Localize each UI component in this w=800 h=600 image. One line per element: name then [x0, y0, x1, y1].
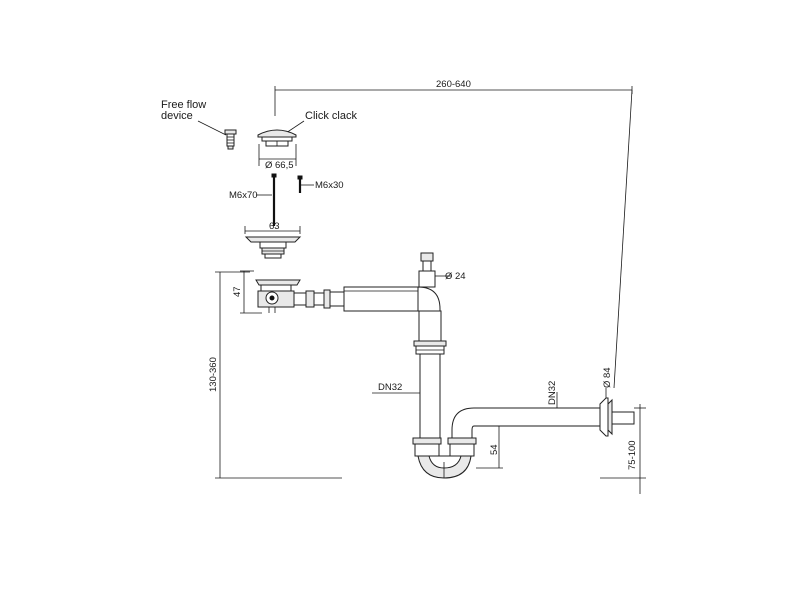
dimension-260-640-label: 260-640	[436, 79, 471, 90]
dishwasher-inlet: Ø 24	[418, 252, 466, 288]
vertical-tube: DN32	[372, 310, 447, 439]
waste-outlet-body: 47	[232, 270, 345, 314]
outlet-pipe: DN32 54	[451, 381, 605, 469]
dimension-130-360: 130-360	[208, 271, 342, 479]
free-flow-device: Free flow device	[161, 99, 237, 150]
click-clack-label: Click clack	[305, 110, 357, 122]
bend-height-label: 54	[489, 444, 500, 455]
free-flow-label-line1: Free flow	[161, 99, 206, 111]
dn32-right-label: DN32	[547, 381, 558, 405]
dn32-left-label: DN32	[378, 382, 402, 393]
dimension-260-640: 260-640	[274, 79, 633, 389]
free-flow-label-line2: device	[161, 110, 193, 122]
rosette-diameter-label: Ø 84	[602, 367, 613, 388]
outlet-height-label: 47	[232, 286, 243, 297]
dimension-75-100: 75-100	[600, 404, 646, 494]
dimension-75-100-label: 75-100	[627, 440, 638, 470]
strainer-basket: 63	[244, 221, 302, 259]
click-clack-plug: Click clack Ø 66,5	[257, 110, 357, 171]
dimension-130-360-label: 130-360	[208, 357, 219, 392]
strainer-width-label: 63	[269, 221, 280, 232]
screw-m6x30-label: M6x30	[315, 180, 344, 191]
screw-m6x30: M6x30	[297, 175, 344, 193]
wall-rosette: Ø 84	[599, 367, 635, 437]
screw-m6x70-label: M6x70	[229, 190, 258, 201]
screw-m6x70: M6x70	[229, 173, 277, 226]
click-clack-diameter-label: Ø 66,5	[265, 160, 294, 171]
u-bend-trap	[412, 437, 477, 479]
inlet-diameter-label: Ø 24	[445, 271, 466, 282]
